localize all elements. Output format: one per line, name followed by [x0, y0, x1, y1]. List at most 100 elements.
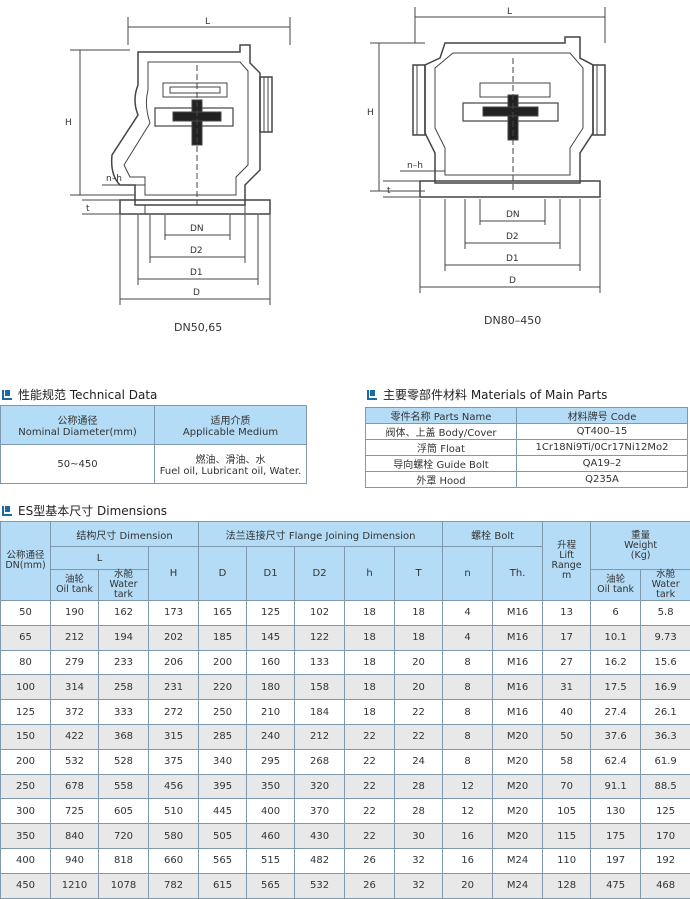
table-cell: 400	[247, 799, 295, 824]
header-weight: 重量 Weight (Kg)	[591, 522, 690, 570]
table-cell: 5.8	[641, 601, 690, 626]
table-cell: 456	[149, 774, 199, 799]
table-cell: 350	[247, 774, 295, 799]
table-cell: 130	[591, 799, 641, 824]
table-cell: 122	[295, 625, 345, 650]
table-cell: 532	[51, 749, 99, 774]
header-dn: 公称通径 DN(mm)	[1, 522, 51, 601]
table-cell: 315	[149, 724, 199, 749]
table-cell: 36.3	[641, 724, 690, 749]
table-cell: 840	[51, 824, 99, 849]
table-cell: 250	[199, 700, 247, 725]
table-cell: 350	[1, 824, 51, 849]
table-cell: 50	[1, 601, 51, 626]
tech-value-medium: 燃油、滑油、水 Fuel oil, Lubricant oil, Water.	[155, 445, 307, 484]
table-cell: 8	[443, 749, 493, 774]
table-cell: 197	[591, 848, 641, 873]
table-cell: 32	[395, 873, 443, 898]
materials-section-title: 主要零部件材料 Materials of Main Parts	[367, 386, 607, 403]
table-cell: 80	[1, 650, 51, 675]
dim-label-nh: n–h	[407, 161, 423, 171]
materials-header-code: 材料牌号 Code	[517, 408, 688, 424]
table-cell: 26	[345, 873, 395, 898]
dim-label-DN: DN	[506, 210, 520, 220]
table-cell: 158	[295, 675, 345, 700]
part-code: QA19–2	[517, 456, 688, 472]
dim-label-nh: n–h	[106, 174, 122, 184]
medium-en: Fuel oil, Lubricant oil, Water.	[155, 466, 306, 477]
table-cell: 220	[199, 675, 247, 700]
table-cell: 720	[99, 824, 149, 849]
table-cell: 65	[1, 625, 51, 650]
section-marker-icon	[367, 390, 377, 400]
table-cell: 460	[247, 824, 295, 849]
table-cell: 565	[247, 873, 295, 898]
table-cell: 175	[591, 824, 641, 849]
table-cell: 375	[149, 749, 199, 774]
header-bolt: 螺栓 Bolt	[443, 522, 543, 547]
table-cell: 18	[345, 601, 395, 626]
tech-header-diameter: 公称通径 Nominal Diameter(mm)	[1, 406, 155, 445]
table-cell: 605	[99, 799, 149, 824]
table-cell: 515	[247, 848, 295, 873]
table-cell: 22	[345, 824, 395, 849]
table-cell: 285	[199, 724, 247, 749]
table-cell: 4	[443, 625, 493, 650]
table-cell: 505	[199, 824, 247, 849]
table-cell: 61.9	[641, 749, 690, 774]
table-cell: 233	[99, 650, 149, 675]
table-cell: 26	[345, 848, 395, 873]
table-cell: 528	[99, 749, 149, 774]
table-cell: 50	[543, 724, 591, 749]
dimensions-section-title: ES型基本尺寸 Dimensions	[2, 502, 167, 519]
table-cell: 27	[543, 650, 591, 675]
header-weight-oil: 油轮 Oil tank	[591, 570, 641, 601]
table-cell: M16	[493, 650, 543, 675]
drawing-caption-left: DN50,65	[174, 321, 222, 334]
table-cell: 160	[247, 650, 295, 675]
materials-table: 零件名称 Parts Name 材料牌号 Code 阀体、上盖 Body/Cov…	[365, 407, 688, 488]
table-cell: 475	[591, 873, 641, 898]
table-cell: 194	[99, 625, 149, 650]
table-cell: 162	[99, 601, 149, 626]
table-cell: 279	[51, 650, 99, 675]
table-cell: 125	[1, 700, 51, 725]
table-cell: 395	[199, 774, 247, 799]
table-cell: 268	[295, 749, 345, 774]
table-cell: 28	[395, 774, 443, 799]
header-D2: D2	[295, 547, 345, 601]
table-cell: 30	[395, 824, 443, 849]
table-cell: 88.5	[641, 774, 690, 799]
materials-header-part: 零件名称 Parts Name	[366, 408, 517, 424]
tech-header-medium: 适用介质 Applicable Medium	[155, 406, 307, 445]
table-cell: 32	[395, 848, 443, 873]
part-code: Q235A	[517, 472, 688, 488]
table-cell: 173	[149, 601, 199, 626]
dim-label-L: L	[205, 17, 210, 27]
table-cell: 580	[149, 824, 199, 849]
table-cell: 320	[295, 774, 345, 799]
table-cell: 272	[149, 700, 199, 725]
table-cell: 340	[199, 749, 247, 774]
dimensions-table: 公称通径 DN(mm) 结构尺寸 Dimension 法兰连接尺寸 Flange…	[0, 521, 690, 899]
table-cell: 190	[51, 601, 99, 626]
table-cell: 22	[345, 774, 395, 799]
header-cn: 适用介质	[155, 412, 306, 427]
header-H: H	[149, 547, 199, 601]
part-name: 导向螺栓 Guide Bolt	[366, 456, 517, 472]
table-cell: 13	[543, 601, 591, 626]
table-cell: 27.4	[591, 700, 641, 725]
table-cell: 180	[247, 675, 295, 700]
table-cell: 10.1	[591, 625, 641, 650]
table-cell: M20	[493, 774, 543, 799]
table-cell: 333	[99, 700, 149, 725]
table-cell: 102	[295, 601, 345, 626]
table-cell: 565	[199, 848, 247, 873]
